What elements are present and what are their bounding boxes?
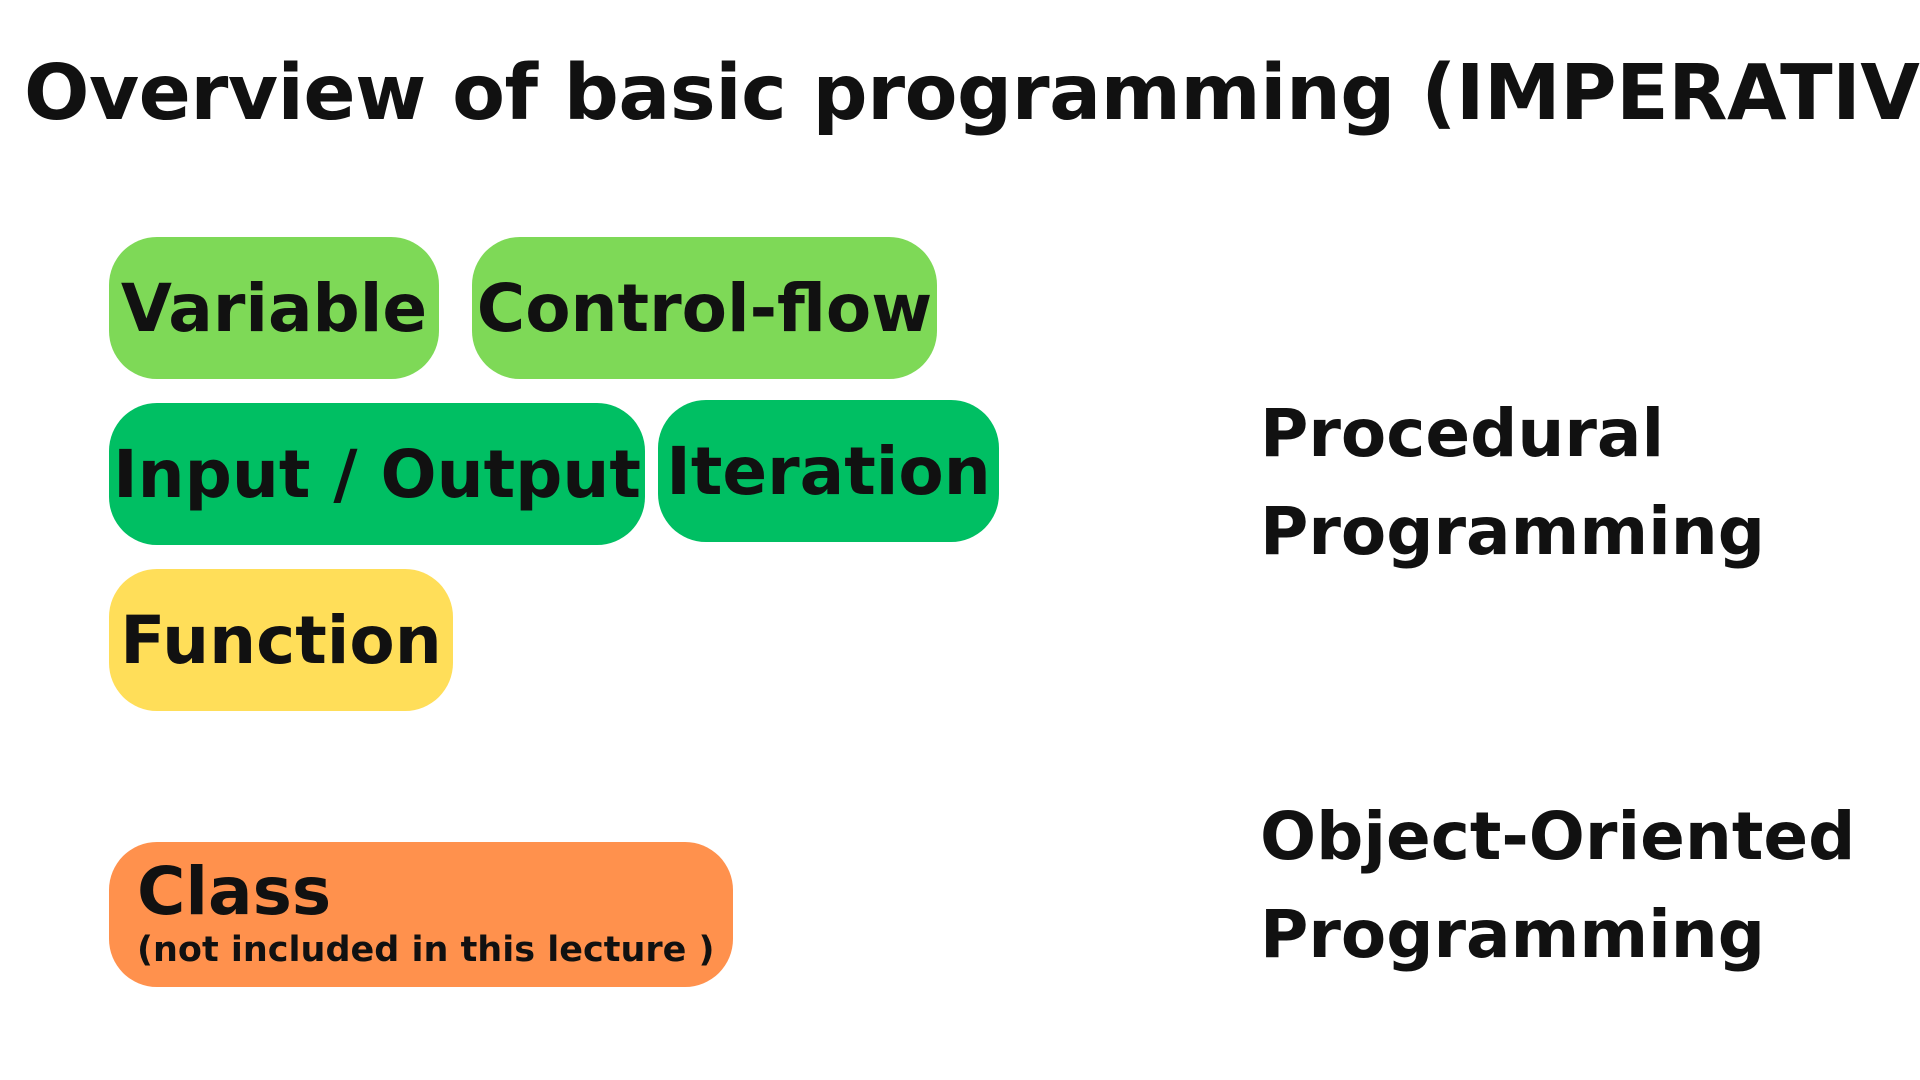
- paradigm-oop-line2: Programming: [1260, 896, 1765, 973]
- paradigm-object-oriented: Object-Oriented Programming: [1260, 788, 1855, 984]
- concept-control-flow-label: Control-flow: [476, 269, 933, 347]
- concept-iteration-label: Iteration: [666, 432, 991, 510]
- concept-function-label: Function: [120, 601, 442, 679]
- paradigm-procedural: Procedural Programming: [1260, 385, 1765, 581]
- concept-class: Class (not included in this lecture ): [109, 842, 733, 987]
- concept-variable: Variable: [109, 237, 439, 379]
- concept-class-label: Class: [137, 852, 332, 930]
- paradigm-procedural-line2: Programming: [1260, 493, 1765, 570]
- concept-input-output-label: Input / Output: [113, 435, 641, 513]
- paradigm-procedural-line1: Procedural: [1260, 395, 1665, 472]
- concept-function: Function: [109, 569, 453, 711]
- slide-title: Overview of basic programming (IMPERATIV…: [24, 49, 1920, 138]
- concept-variable-label: Variable: [120, 269, 428, 347]
- concept-input-output: Input / Output: [109, 403, 645, 545]
- concept-control-flow: Control-flow: [472, 237, 937, 379]
- paradigm-oop-line1: Object-Oriented: [1260, 798, 1856, 875]
- concept-iteration: Iteration: [658, 400, 999, 542]
- concept-class-note: (not included in this lecture ): [137, 929, 715, 970]
